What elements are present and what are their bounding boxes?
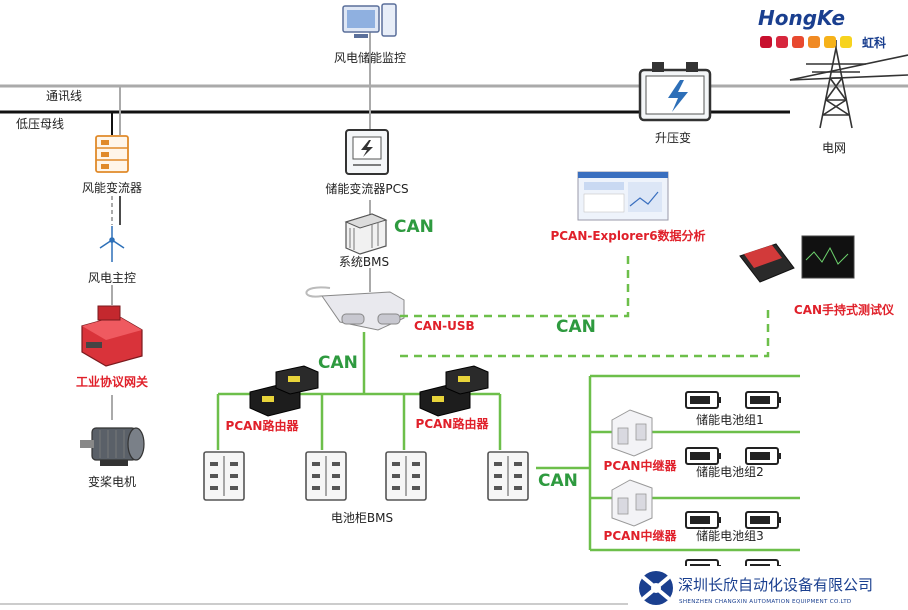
battery-icon bbox=[745, 391, 781, 409]
repeater-label-2: PCAN中继器 bbox=[604, 528, 678, 543]
brand-dot bbox=[824, 36, 836, 48]
transformer-label: 升压变 bbox=[655, 130, 691, 145]
system-bms-icon bbox=[344, 213, 388, 255]
router-label-left: PCAN路由器 bbox=[226, 418, 300, 433]
gateway-label: 工业协议网关 bbox=[76, 374, 148, 389]
repeater-label-1: PCAN中继器 bbox=[604, 458, 678, 473]
pcs-label: 储能变流器PCS bbox=[325, 181, 408, 196]
can-usb-label: CAN-USB bbox=[414, 319, 475, 333]
brand-dot bbox=[760, 36, 772, 48]
can-label-tree: CAN bbox=[318, 353, 358, 373]
company-name-cn: 深圳长欣自动化设备有限公司 bbox=[678, 576, 873, 594]
battery-cabinets bbox=[203, 451, 529, 501]
transformer-icon bbox=[638, 62, 712, 122]
wind-turbine-icon bbox=[99, 226, 125, 262]
handheld-tester-icon bbox=[739, 235, 855, 283]
monitor-label: 风电储能监控 bbox=[334, 50, 406, 65]
can-label-usb: CAN bbox=[556, 317, 596, 337]
brand-dot bbox=[792, 36, 804, 48]
battery-icon bbox=[685, 511, 721, 529]
can-label-battery: CAN bbox=[538, 471, 578, 491]
brand-name: HongKe bbox=[758, 6, 845, 30]
company-footer-bg bbox=[628, 566, 908, 610]
company-name-en: SHENZHEN CHANGXIN AUTOMATION EQUIPMENT C… bbox=[679, 599, 852, 605]
battery-icon bbox=[685, 447, 721, 465]
can-label-bms: CAN bbox=[394, 217, 434, 237]
repeater-icon bbox=[611, 479, 653, 527]
battery-cabinet-icon bbox=[305, 451, 347, 501]
battery-cabinet-icon bbox=[385, 451, 427, 501]
can-usb-adapter-icon bbox=[305, 286, 405, 331]
battery-group-label-2: 储能电池组2 bbox=[696, 464, 764, 479]
gateway-icon bbox=[81, 305, 143, 367]
dashed-can-links bbox=[400, 252, 770, 358]
battery-group-label-1: 储能电池组1 bbox=[696, 412, 764, 427]
pitch-motor-label: 变桨电机 bbox=[88, 474, 136, 489]
repeaters bbox=[611, 409, 653, 527]
cabinet-bms-label: 电池柜BMS bbox=[331, 511, 393, 525]
low-voltage-bus-label: 低压母线 bbox=[16, 117, 64, 131]
handheld-label: CAN手持式测试仪 bbox=[794, 302, 895, 317]
repeater-icon bbox=[611, 409, 653, 457]
company-logo-icon bbox=[639, 571, 673, 605]
battery-icon bbox=[745, 511, 781, 529]
brand-dot bbox=[808, 36, 820, 48]
battery-group-label-3: 储能电池组3 bbox=[696, 528, 764, 543]
router-label-right: PCAN路由器 bbox=[416, 416, 490, 431]
explorer-screenshot-icon bbox=[577, 171, 669, 221]
monitor-computer-icon bbox=[342, 3, 397, 38]
power-tower-icon bbox=[789, 40, 908, 129]
brand-dots bbox=[760, 36, 852, 48]
router-icon-left bbox=[249, 365, 319, 417]
motor-icon bbox=[80, 427, 145, 466]
battery-icon bbox=[685, 391, 721, 409]
battery-cabinet-icon bbox=[203, 451, 245, 501]
explorer-label: PCAN-Explorer6数据分析 bbox=[550, 228, 705, 243]
grid-label: 电网 bbox=[822, 141, 846, 155]
router-icon-right bbox=[419, 365, 489, 417]
pcs-icon bbox=[345, 129, 389, 175]
brand-name-cn: 虹科 bbox=[862, 35, 886, 50]
battery-icon bbox=[745, 447, 781, 465]
wind-master-label: 风电主控 bbox=[88, 271, 136, 285]
comm-bus-label: 通讯线 bbox=[46, 89, 82, 103]
battery-cabinet-icon bbox=[487, 451, 529, 501]
brand-dot bbox=[840, 36, 852, 48]
brand-dot bbox=[776, 36, 788, 48]
wind-converter-icon bbox=[95, 135, 129, 173]
wind-converter-label: 风能变流器 bbox=[82, 180, 142, 195]
system-bms-label: 系统BMS bbox=[339, 255, 389, 269]
